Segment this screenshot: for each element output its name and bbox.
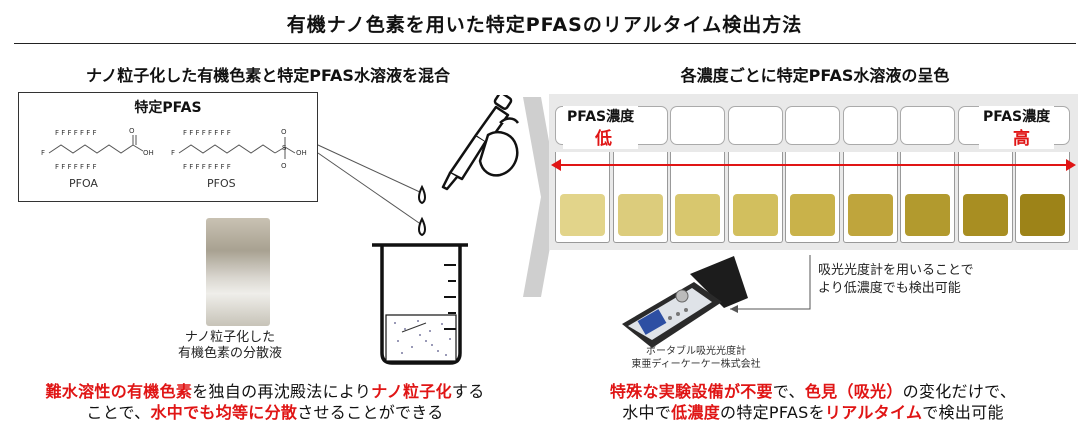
svg-text:OH: OH (296, 149, 307, 157)
right-summary: 特殊な実験設備が不要で、色見（吸光）の変化だけで、 水中で低濃度の特定PFASを… (548, 381, 1078, 423)
photo-caption: ナノ粒子化した 有機色素の分散液 (150, 330, 310, 362)
page-title: 有機ナノ色素を用いた特定PFASのリアルタイム検出方法 (286, 14, 803, 36)
pipette-icon (441, 95, 520, 191)
label-low-title: PFAS濃度 (567, 109, 635, 125)
label-high: PFAS濃度 高 (979, 106, 1055, 149)
sample-tube (670, 152, 725, 243)
left-summary-line-2: ことで、水中でも均等に分散させることができる (86, 403, 444, 422)
sample-tube (900, 152, 955, 243)
left-heading: ナノ粒子化した有機色素と特定PFAS水溶液を混合 (86, 66, 450, 85)
device-note-line-2: より低濃度でも検出可能 (818, 281, 961, 296)
photo-caption-line-1: ナノ粒子化した (184, 330, 276, 345)
label-low-value: 低 (595, 129, 612, 149)
concentration-arrow (551, 159, 1076, 171)
beaker-icon (372, 243, 468, 365)
dispersion-photo (206, 218, 270, 326)
tubes-panel: PFAS濃度 低 PFAS濃度 高 (549, 94, 1078, 250)
sample-tube (785, 152, 840, 243)
svg-text:F: F (171, 149, 175, 157)
sample-tube (727, 152, 783, 243)
drop-icon (418, 216, 426, 237)
sample-tube (957, 152, 1013, 243)
device-caption-line-2: 東亜ディーケーケー株式会社 (631, 359, 761, 370)
sample-liquid (962, 194, 1008, 236)
right-heading: 各濃度ごとに特定PFAS水溶液の呈色 (680, 66, 950, 85)
right-summary-line-2: 水中で低濃度の特定PFASをリアルタイムで検出可能 (622, 403, 1004, 422)
pipette-beaker-illustration (317, 95, 520, 365)
sample-liquid (617, 194, 663, 236)
svg-text:O: O (281, 128, 287, 136)
device-caption: ポータブル吸光光度計 東亜ディーケーケー株式会社 (596, 345, 796, 371)
svg-text:O: O (281, 162, 287, 170)
label-high-title: PFAS濃度 (983, 109, 1051, 125)
sample-liquid (560, 194, 605, 236)
tube-cap (785, 106, 840, 145)
left-summary: 難水溶性の有機色素を独自の再沈殿法によりナノ粒子化する ことで、水中でも均等に分… (10, 381, 520, 423)
svg-text:F F F F F F F: F F F F F F F (55, 129, 97, 137)
tube-cap (727, 106, 783, 145)
tube-cap (842, 106, 898, 145)
sample-liquid (1020, 194, 1065, 236)
sample-tube (842, 152, 898, 243)
pfas-structures-diagram: F F F F F F F F F F F F F F F O OH F F F… (41, 127, 307, 171)
label-high-value: 高 (1013, 129, 1030, 149)
svg-text:O: O (129, 127, 135, 135)
sample-liquid (905, 194, 950, 236)
spectrophotometer-image (622, 256, 748, 348)
photo-caption-line-2: 有機色素の分散液 (177, 346, 282, 361)
svg-text:F F F F F F F F: F F F F F F F F (183, 129, 231, 137)
right-summary-line-1: 特殊な実験設備が不要で、色見（吸光）の変化だけで、 (609, 382, 1017, 401)
left-summary-line-1: 難水溶性の有機色素を独自の再沈殿法によりナノ粒子化する (45, 382, 485, 401)
tube-cap (900, 106, 955, 145)
sample-liquid (847, 194, 893, 236)
tube-cap (670, 106, 725, 145)
svg-text:OH: OH (143, 149, 154, 157)
compound-label-pfoa: PFOA (69, 177, 98, 190)
svg-text:F F F F F F F F: F F F F F F F F (183, 163, 231, 171)
sample-tube (612, 152, 668, 243)
device-caption-line-1: ポータブル吸光光度計 (646, 346, 746, 357)
svg-text:S: S (282, 144, 287, 152)
sample-tube (555, 152, 610, 243)
device-note: 吸光光度計を用いることで より低濃度でも検出可能 (818, 262, 974, 298)
device-note-connector (730, 255, 811, 313)
device-note-line-1: 吸光光度計を用いることで (818, 263, 974, 278)
label-low: PFAS濃度 低 (563, 106, 639, 149)
drop-icon (418, 184, 426, 205)
formula-box-header: 特定PFAS (134, 100, 202, 116)
svg-text:F: F (41, 149, 45, 157)
svg-text:F F F F F F F: F F F F F F F (55, 163, 97, 171)
compound-label-pfos: PFOS (207, 177, 236, 190)
title-divider (14, 43, 1076, 44)
sample-liquid (732, 194, 778, 236)
pfas-formula-box: 特定PFAS F F F F F F F F F F F F F F F O O… (18, 92, 318, 202)
sample-liquid (675, 194, 720, 236)
sample-liquid (790, 194, 835, 236)
sample-tube (1015, 152, 1070, 243)
